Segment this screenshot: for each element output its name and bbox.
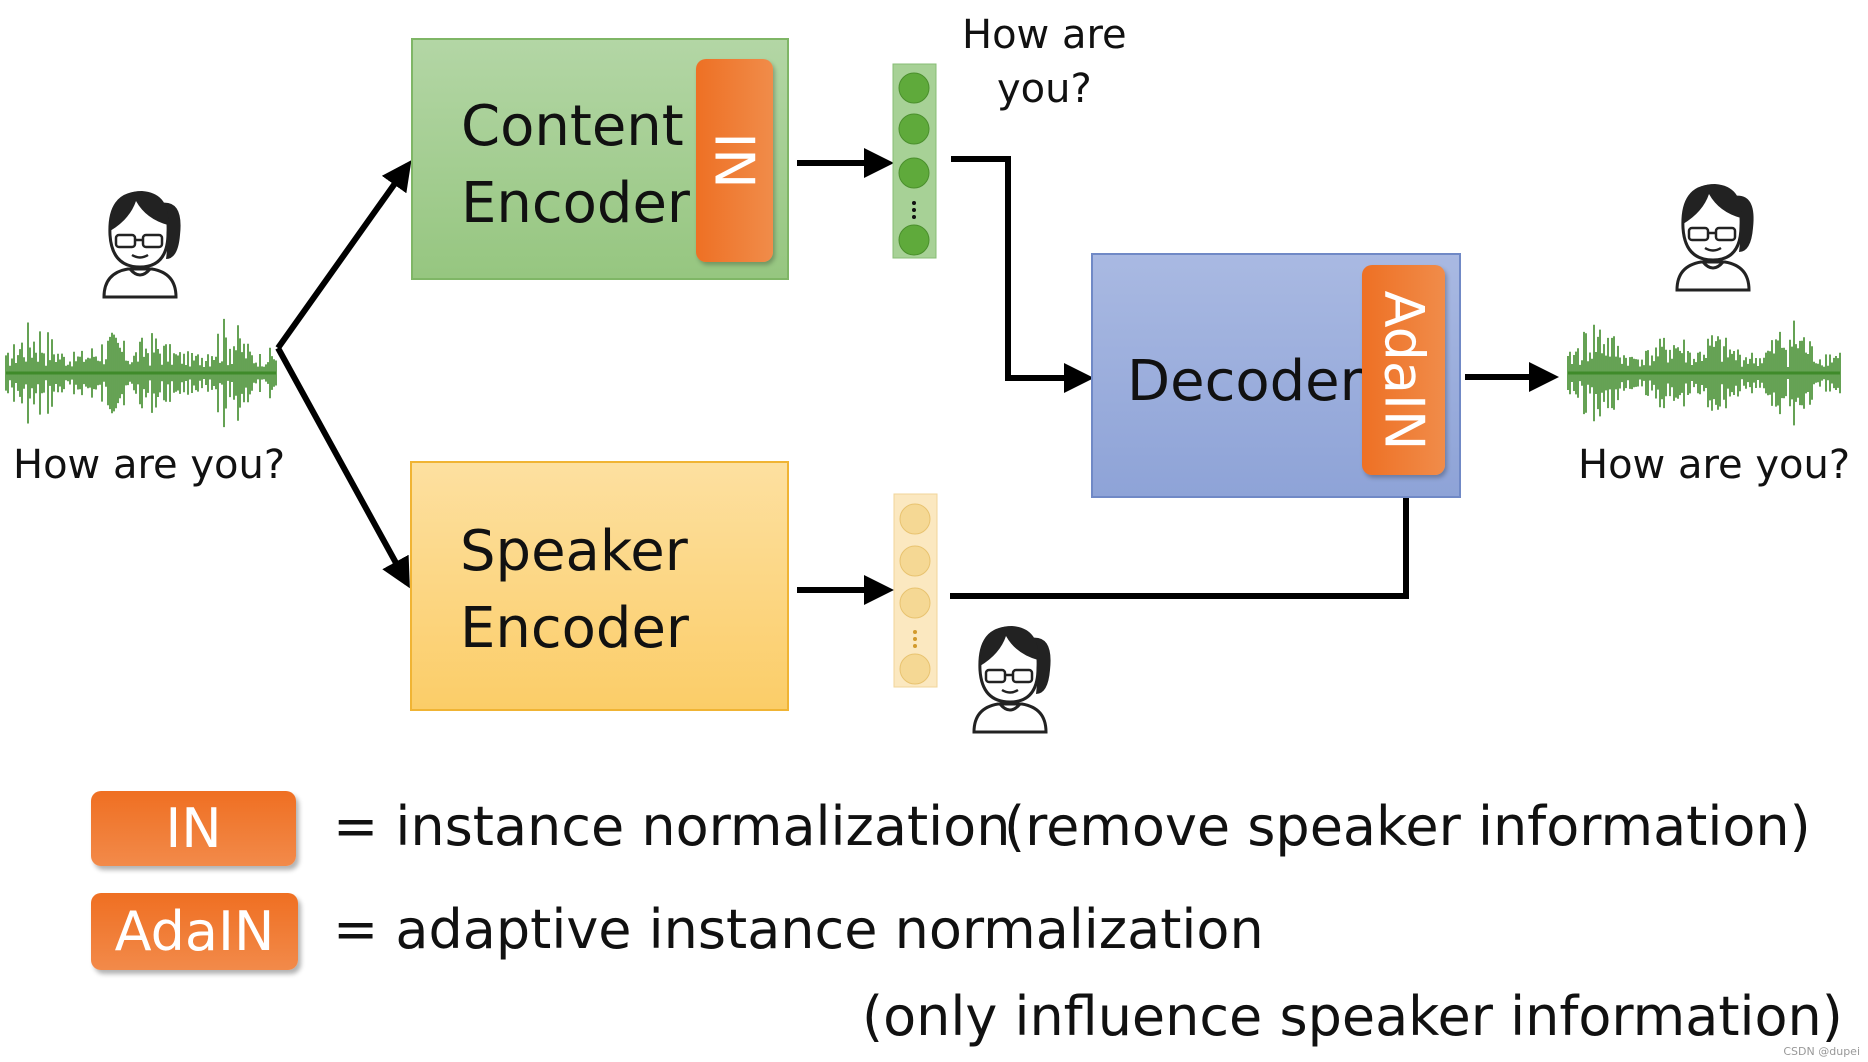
legend-adain-text: = adaptive instance normalization	[333, 898, 1264, 961]
legend-in-text: = instance normalization	[333, 795, 1011, 858]
arrow-speaker-vector-to-adain	[950, 467, 1421, 599]
content-vector-dot	[898, 113, 930, 145]
content-encoder-label: Content Encoder	[461, 94, 690, 236]
speaker-vector-dot	[899, 545, 931, 577]
speaker-vector	[893, 493, 938, 688]
speaker-encoder-label: Speaker Encoder	[460, 519, 689, 661]
output-waveform	[1567, 320, 1841, 426]
content-vector-dot	[898, 224, 930, 256]
arrow-content-vector-to-decoder	[951, 156, 1094, 393]
speaker-vector-dot	[899, 503, 931, 535]
legend-in-tag: IN	[91, 791, 296, 866]
legend-adain-tag: AdaIN	[91, 893, 298, 970]
input-waveform	[5, 318, 277, 428]
content-vector-caption: How are you?	[962, 12, 1127, 112]
watermark: CSDN @dupei	[1783, 1045, 1860, 1058]
content-vector-dot	[898, 72, 930, 104]
arrow-to-speaker-encoder	[275, 346, 410, 589]
legend-adain-tag-label: AdaIN	[114, 900, 275, 963]
speaker-encoder-block: Speaker Encoder	[410, 461, 789, 711]
speaker-avatar-icon	[102, 191, 181, 299]
input-caption: How are you?	[13, 442, 286, 488]
output-caption: How are you?	[1578, 442, 1851, 488]
adain-tag-label: AdaIN	[1372, 290, 1435, 450]
decoder-block: Decoder AdaIN	[1091, 253, 1461, 498]
legend-in-tag-label: IN	[165, 797, 222, 860]
speaker-avatar-icon	[1675, 184, 1754, 292]
legend-adain-note: (only influence speaker information)	[862, 985, 1843, 1048]
content-vector-dot	[898, 157, 930, 189]
legend-in-note: (remove speaker information)	[1004, 795, 1811, 858]
content-encoder-block: Content Encoder IN	[411, 38, 789, 280]
speaker-vector-dot	[899, 587, 931, 619]
adain-tag: AdaIN	[1362, 265, 1445, 475]
in-tag-label: IN	[702, 132, 766, 189]
speaker-avatar-icon	[972, 626, 1051, 734]
decoder-label: Decoder	[1127, 349, 1363, 414]
speaker-vector-dot	[899, 653, 931, 685]
arrow-to-content-encoder	[275, 160, 412, 350]
content-vector	[892, 63, 937, 259]
in-tag: IN	[696, 59, 773, 262]
